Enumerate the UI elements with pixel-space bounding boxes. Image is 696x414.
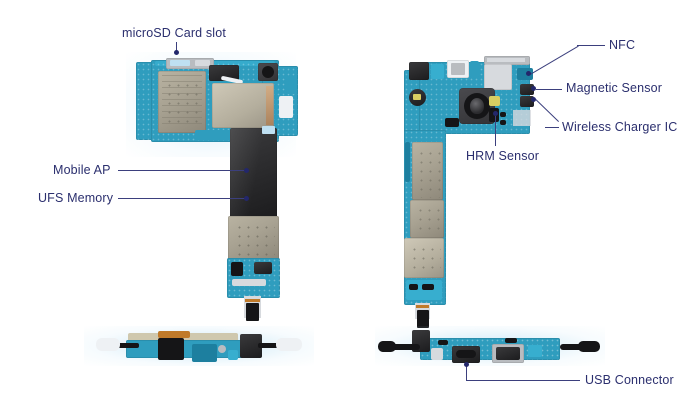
left-usb-connector xyxy=(192,344,217,362)
marker-mobile-ap xyxy=(244,168,249,173)
ap-memory-stack xyxy=(230,128,277,218)
label-nfc: NFC xyxy=(609,38,636,52)
sim-reader-vias xyxy=(162,78,200,126)
right-shield-can-b xyxy=(484,64,512,90)
left-board-top-edge xyxy=(155,61,275,66)
leader-nfc-horizontal xyxy=(577,45,605,46)
microsd-slot-inner xyxy=(170,60,190,66)
leader-usb-horizontal xyxy=(466,380,580,381)
marker-nfc xyxy=(526,71,531,76)
right-usb-pad-a xyxy=(431,348,443,360)
ap-stack-gloss xyxy=(230,128,277,218)
marker-hrm-sensor xyxy=(493,111,498,116)
small-comp-1 xyxy=(500,112,506,117)
left-usb-dark-block xyxy=(240,334,262,358)
right-usb-ic-a xyxy=(438,340,448,345)
right-antenna-arm-l xyxy=(392,344,420,350)
leader-magnetic-sensor xyxy=(536,89,562,90)
leader-ufs-memory xyxy=(118,198,246,199)
right-usb-chip xyxy=(528,345,542,357)
right-small-pad-a xyxy=(431,64,444,79)
label-microsd-card-slot: microSD Card slot xyxy=(122,26,226,40)
label-wireless-charger-ic: Wireless Charger IC xyxy=(562,120,678,134)
microsd-slot-contact xyxy=(195,60,210,66)
right-shield-can-a xyxy=(409,62,429,80)
leader-hrm-sensor xyxy=(495,116,496,146)
leader-wireless-horizontal xyxy=(545,127,559,128)
left-antenna-pad-r xyxy=(276,338,302,351)
marker-ufs-memory xyxy=(244,196,249,201)
right-bottom-detail xyxy=(406,280,442,300)
right-shield-vias-a xyxy=(414,146,441,198)
right-bottom-ic-2 xyxy=(422,284,434,290)
wireless-charger-ic xyxy=(520,96,534,107)
marker-magnetic-sensor xyxy=(531,86,536,91)
ap-top-connector xyxy=(262,126,275,134)
marker-usb-connector xyxy=(464,362,469,367)
left-flex-tail-band xyxy=(245,299,260,302)
left-usb-headphone-jack xyxy=(158,338,184,360)
right-antenna-arm-r xyxy=(560,344,582,350)
lower-chip-row xyxy=(195,130,231,140)
left-antenna-pad-l xyxy=(96,338,120,351)
leader-microsd xyxy=(176,42,177,52)
right-shield-vias-b xyxy=(413,203,442,235)
label-hrm-sensor: HRM Sensor xyxy=(466,149,540,163)
right-bottom-ic-1 xyxy=(409,284,418,290)
right-antenna-pad-l xyxy=(378,341,396,352)
left-usb-copper-band xyxy=(158,331,190,338)
microsd-card-slot xyxy=(166,58,214,69)
ap-shield-edge xyxy=(266,86,273,125)
magnetic-sensor-chip xyxy=(520,84,534,95)
marker-microsd xyxy=(174,50,179,55)
right-board-left-rail xyxy=(404,70,420,140)
hrm-sensor-chip xyxy=(489,96,500,106)
usb-connector-mouth xyxy=(456,350,476,358)
left-antenna-arm-r xyxy=(258,343,282,348)
label-magnetic-sensor: Magnetic Sensor xyxy=(566,81,663,95)
leader-mobile-ap xyxy=(118,170,246,171)
right-shield-vias-c xyxy=(407,242,441,275)
right-small-pad xyxy=(286,78,297,94)
left-antenna-arm-l xyxy=(113,343,139,348)
round-marking-label xyxy=(413,94,421,100)
leader-usb-vertical xyxy=(466,366,467,381)
right-top-connector-inner xyxy=(487,58,525,62)
marker-wireless-charger-ic xyxy=(531,97,536,102)
right-usb-shield-inner xyxy=(496,347,520,360)
left-flex-tail-dark xyxy=(246,303,259,321)
small-comp-3 xyxy=(445,118,459,127)
lower-connector-strip xyxy=(232,279,266,286)
leader-nfc-diagonal xyxy=(530,45,579,75)
leader-wireless-diagonal xyxy=(535,99,560,122)
ap-shield-plate xyxy=(212,83,274,128)
left-usb-chip xyxy=(228,350,238,360)
right-antenna-pad-r xyxy=(578,341,600,352)
label-ufs-memory: UFS Memory xyxy=(38,191,114,205)
right-pad-cluster xyxy=(513,110,531,126)
right-white-connector-inner xyxy=(451,63,465,75)
left-lower-shield-vias xyxy=(232,220,275,256)
right-pad-b xyxy=(470,61,479,78)
lower-ic-a xyxy=(231,262,243,276)
right-usb-ic-b xyxy=(505,338,517,343)
camera-connector-ring xyxy=(262,66,274,78)
right-column-slot xyxy=(405,142,410,182)
label-mobile-ap: Mobile AP xyxy=(53,163,111,177)
label-usb-connector: USB Connector xyxy=(585,373,674,387)
lower-ic-b xyxy=(254,262,272,274)
right-flex-tab xyxy=(279,96,293,118)
right-flex-tail-dark xyxy=(417,310,429,328)
small-comp-2 xyxy=(500,120,506,125)
camera-lens xyxy=(470,98,484,114)
left-usb-pad xyxy=(218,345,226,353)
right-flex-tail-band xyxy=(416,305,429,308)
